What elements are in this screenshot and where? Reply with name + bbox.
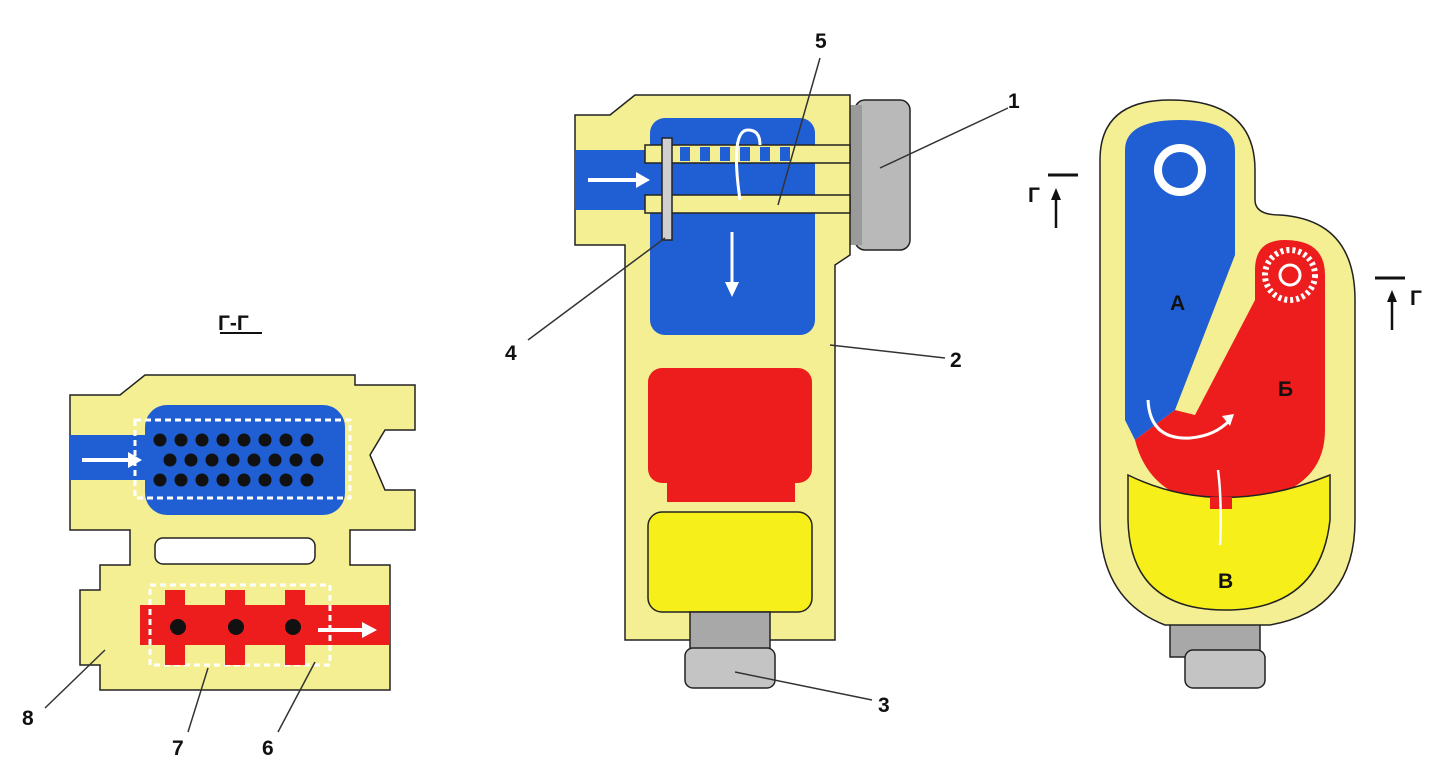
filter-hole	[195, 473, 209, 487]
filter-mesh	[133, 418, 352, 500]
chamber-blue	[650, 118, 815, 335]
plug-nut-1	[854, 99, 911, 251]
chamber-red	[648, 368, 812, 483]
filter-hole	[237, 473, 251, 487]
filter-hole	[247, 453, 261, 467]
callout-2: 2	[950, 349, 962, 372]
filter-hole	[310, 453, 324, 467]
flow-arrow	[128, 452, 142, 468]
callout-6: 6	[262, 737, 274, 760]
callout-7: 7	[172, 737, 184, 760]
filter-hole	[300, 473, 314, 487]
section-title: Г-Г	[218, 312, 249, 335]
filter-hole	[268, 453, 282, 467]
filter-hole	[226, 453, 240, 467]
outlet-arrow	[362, 622, 377, 638]
callout-4: 4	[505, 342, 517, 365]
inlet-ring	[1154, 144, 1206, 196]
tube-5	[644, 194, 851, 214]
callout-5: 5	[815, 30, 827, 53]
section-view-g-g	[69, 374, 416, 691]
chamber-b-label: Б	[1278, 378, 1293, 401]
drain-plug-3	[684, 647, 776, 689]
mesh-ring	[1262, 247, 1318, 303]
filter-hole	[279, 433, 293, 447]
mesh-4	[661, 137, 673, 241]
callout-3: 3	[878, 694, 890, 717]
filter-hole	[216, 473, 230, 487]
leader-lines	[44, 57, 1009, 733]
chamber-a-label: А	[1170, 292, 1185, 315]
filter-holes	[153, 433, 324, 487]
down-arrow	[725, 282, 739, 297]
filter-hole	[195, 433, 209, 447]
filter-hole	[216, 433, 230, 447]
callout-8: 8	[22, 707, 34, 730]
filter-hole	[258, 433, 272, 447]
section-mark-right: Г	[1410, 287, 1422, 310]
filter-chamber-blue	[145, 405, 345, 515]
slot	[154, 537, 316, 565]
filter-hole	[163, 453, 177, 467]
filter-hole	[237, 433, 251, 447]
main-view	[574, 94, 911, 689]
filter-hole	[258, 473, 272, 487]
filter-hole	[279, 473, 293, 487]
filter-hole	[184, 453, 198, 467]
inlet-channel	[70, 435, 150, 480]
filter-hole	[174, 433, 188, 447]
filter-hole	[153, 473, 167, 487]
filter-hole	[174, 473, 188, 487]
chamber-yellow	[647, 511, 813, 613]
section-arrow-icon	[1051, 188, 1061, 200]
filter-hole	[205, 453, 219, 467]
callout-1: 1	[1008, 90, 1020, 113]
section-mark-left: Г	[1028, 184, 1040, 207]
filter-hole	[300, 433, 314, 447]
filter-hole	[289, 453, 303, 467]
chamber-v-label: В	[1218, 570, 1233, 593]
side-view	[1048, 99, 1405, 689]
filter-hole	[153, 433, 167, 447]
section-arrow-icon	[1387, 290, 1397, 302]
drain-thread	[689, 611, 771, 653]
chamber-a	[1125, 120, 1235, 440]
